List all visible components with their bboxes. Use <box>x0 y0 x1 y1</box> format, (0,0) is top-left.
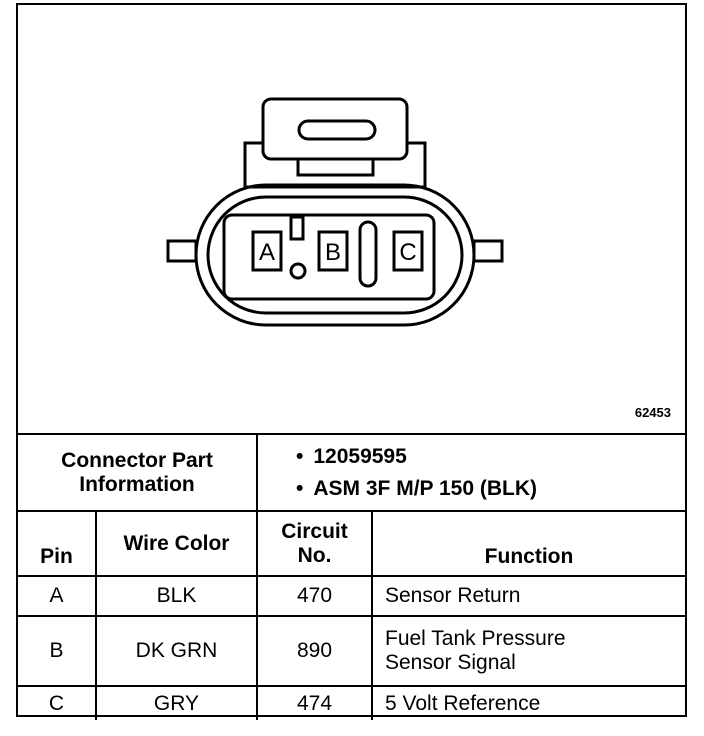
connector-figure: A B C 62453 Connector Part Information 1… <box>16 3 687 720</box>
pin-cavity <box>222 213 436 301</box>
separator-rib <box>358 220 378 288</box>
pin-c-label: C <box>399 239 416 266</box>
latch-bridge <box>245 159 425 189</box>
pin-cell: C <box>18 685 97 720</box>
circuit-header: Circuit No. <box>256 510 373 577</box>
wire-color-cell: BLK <box>95 575 258 617</box>
wire-color-cell: GRY <box>95 685 258 720</box>
key-hole <box>289 262 307 280</box>
table-row: C GRY 474 5 Volt Reference <box>18 685 685 720</box>
function-cell: 5 Volt Reference <box>371 685 685 720</box>
pin-a-label: A <box>259 239 275 266</box>
circuit-cell: 890 <box>256 615 373 687</box>
figure-number: 62453 <box>634 405 671 420</box>
connector-body <box>194 183 476 327</box>
key-tab <box>289 215 305 241</box>
pin-header: Pin <box>18 510 97 577</box>
table-row: B DK GRN 890 Fuel Tank Pressure Sensor S… <box>18 615 685 687</box>
pin-b-box <box>317 230 349 272</box>
latch-tab <box>261 97 409 161</box>
left-ear <box>166 239 198 263</box>
pin-cell: B <box>18 615 97 687</box>
circuit-cell: 474 <box>256 685 373 720</box>
pin-cell: A <box>18 575 97 617</box>
part-number: 12059595 <box>296 441 685 473</box>
wire-color-header: Wire Color <box>95 510 258 577</box>
right-ear <box>472 239 504 263</box>
header-row: Pin Wire Color Circuit No. Function <box>18 510 685 577</box>
part-info-row: Connector Part Information 12059595 ASM … <box>18 433 685 512</box>
pin-a-box <box>251 230 283 272</box>
latch-slot <box>297 119 377 141</box>
part-info-label: Connector Part Information <box>18 433 258 512</box>
part-description: ASM 3F M/P 150 (BLK) <box>296 473 685 505</box>
connector-diagram: A B C <box>166 97 504 327</box>
function-header: Function <box>371 510 685 577</box>
latch-base <box>243 141 427 187</box>
pin-b-label: B <box>325 239 341 266</box>
circuit-cell: 470 <box>256 575 373 617</box>
wire-color-cell: DK GRN <box>95 615 258 687</box>
table-row: A BLK 470 Sensor Return <box>18 575 685 617</box>
connector-inner-body <box>206 195 464 315</box>
function-cell: Fuel Tank Pressure Sensor Signal <box>371 615 685 687</box>
pinout-table: Connector Part Information 12059595 ASM … <box>18 433 685 720</box>
pin-c-box <box>392 230 424 272</box>
part-info-values: 12059595 ASM 3F M/P 150 (BLK) <box>256 433 685 512</box>
function-cell: Sensor Return <box>371 575 685 617</box>
